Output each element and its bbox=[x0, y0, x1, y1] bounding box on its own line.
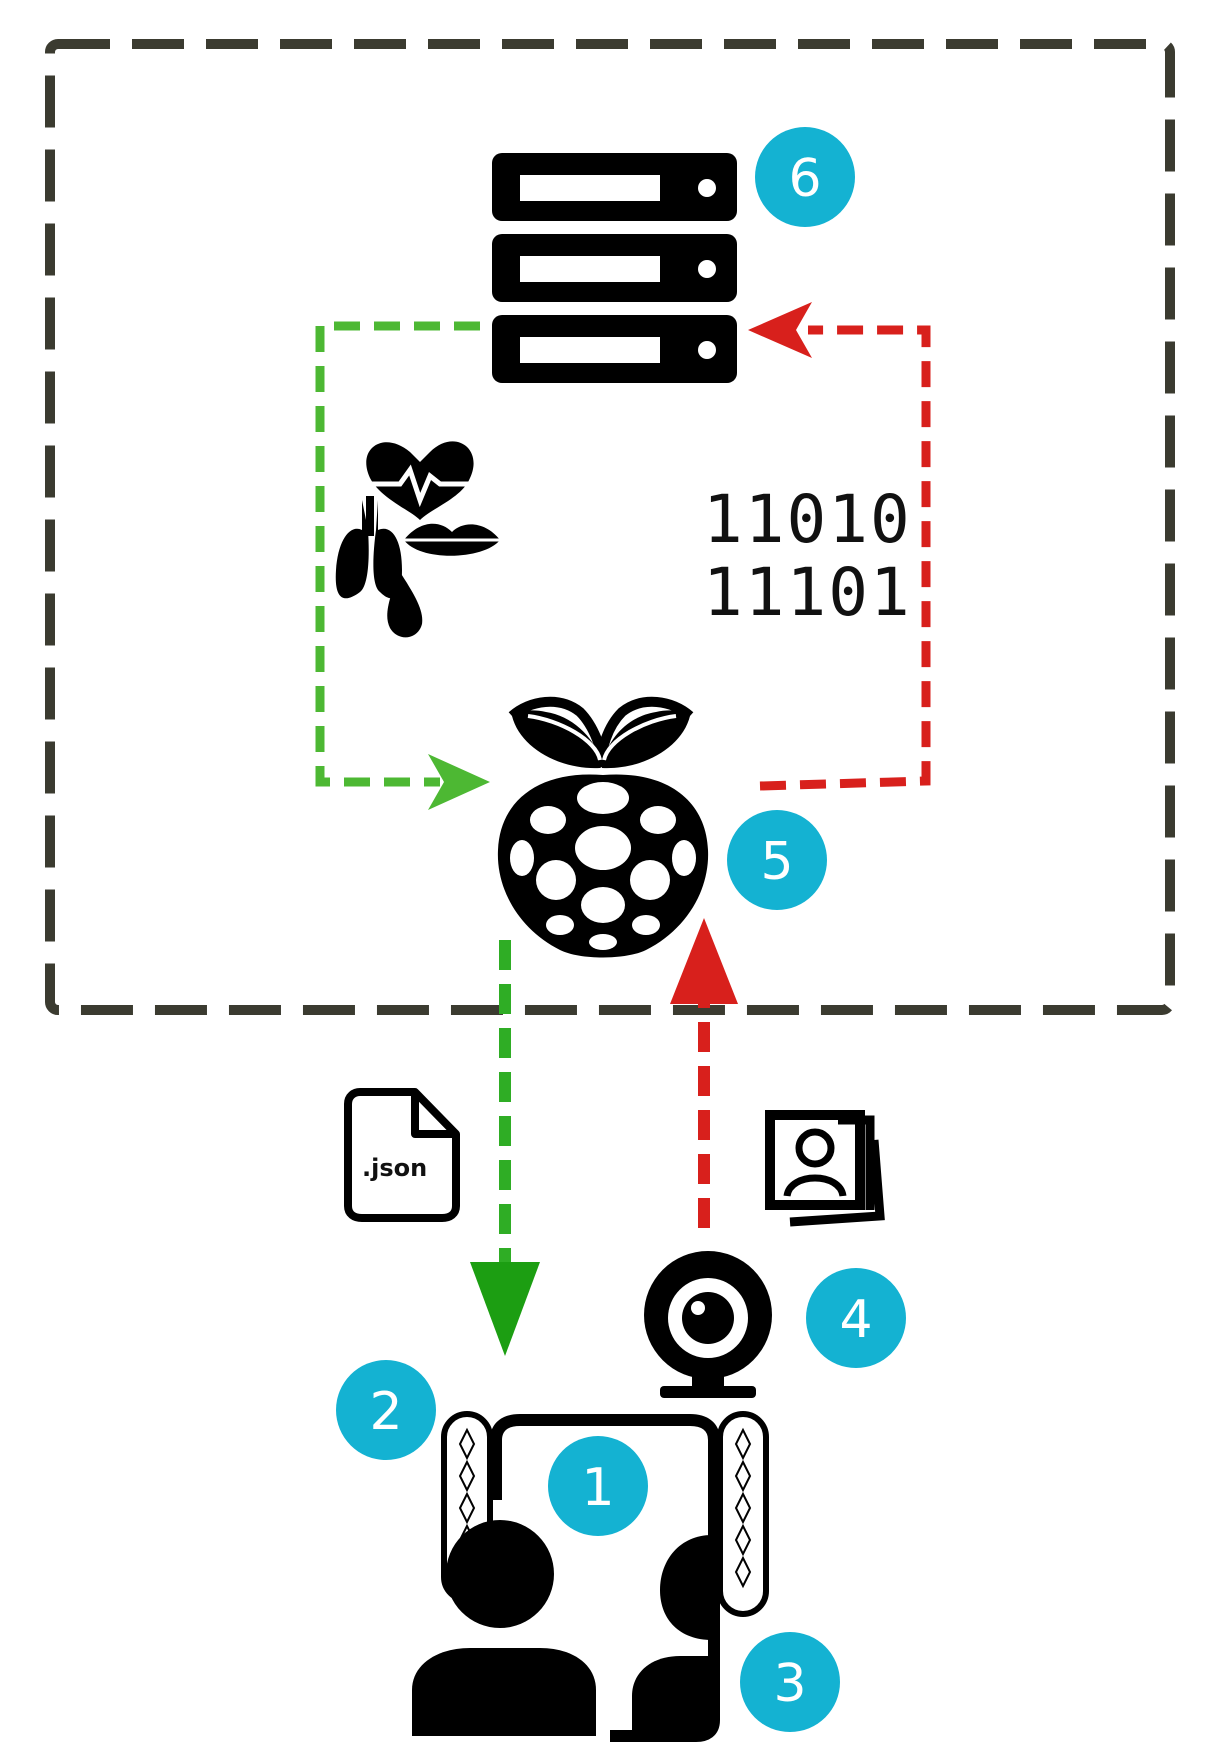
photos-icon bbox=[765, 1110, 885, 1227]
badge-6: 6 bbox=[755, 127, 855, 227]
raspberry-pi-icon bbox=[497, 696, 709, 958]
badge-6-label: 6 bbox=[788, 149, 821, 209]
badge-3-label: 3 bbox=[773, 1654, 806, 1714]
badge-5-label: 5 bbox=[760, 832, 793, 892]
system-boundary bbox=[45, 39, 1175, 1015]
badge-1: 1 bbox=[548, 1436, 648, 1536]
badge-3: 3 bbox=[740, 1632, 840, 1732]
health-icon bbox=[335, 441, 500, 638]
badge-5: 5 bbox=[727, 810, 827, 910]
response-flow-lower bbox=[470, 940, 540, 1356]
binary-line-1: 11010 bbox=[703, 481, 912, 558]
response-flow-upper bbox=[315, 321, 490, 810]
badge-2-label: 2 bbox=[369, 1382, 402, 1442]
server-icon bbox=[492, 153, 737, 383]
json-file-label: .json bbox=[362, 1154, 427, 1182]
badge-1-label: 1 bbox=[581, 1458, 614, 1518]
request-flow-upper bbox=[748, 302, 931, 791]
people-icon bbox=[412, 1520, 712, 1736]
request-flow-lower bbox=[670, 918, 738, 1228]
binary-line-2: 11101 bbox=[703, 554, 912, 631]
badge-2: 2 bbox=[336, 1360, 436, 1460]
json-file-icon: .json bbox=[344, 1088, 460, 1222]
badge-4: 4 bbox=[806, 1268, 906, 1368]
webcam-icon bbox=[644, 1251, 772, 1398]
badge-4-label: 4 bbox=[839, 1290, 872, 1350]
